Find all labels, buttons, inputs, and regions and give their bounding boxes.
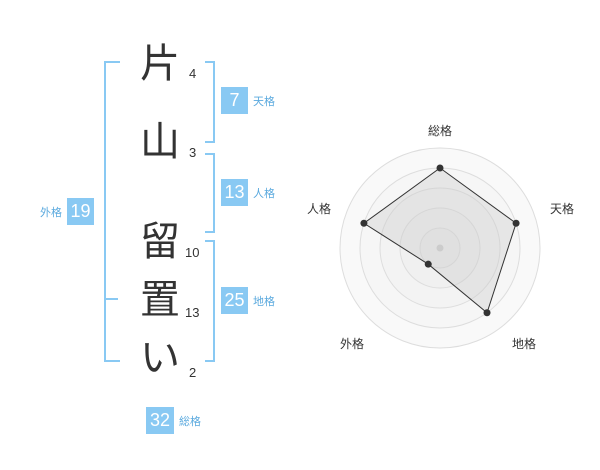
tenkaku-bracket xyxy=(205,61,215,143)
radar-axis-label-4: 外格 xyxy=(340,337,365,351)
soukaku-value: 32 xyxy=(146,407,174,434)
tenkaku-value: 7 xyxy=(221,87,248,114)
radar-point-1 xyxy=(436,164,444,172)
chikaku-badge: 25 地格 xyxy=(221,287,275,314)
radar-point-3 xyxy=(483,309,491,317)
tenkaku-label: 天格 xyxy=(253,94,275,108)
radar-point-5 xyxy=(360,219,368,227)
radar-axis-label-2: 天格 xyxy=(550,202,575,216)
radar-axis-label-5: 人格 xyxy=(307,202,332,216)
gaikaku-bracket-divider xyxy=(104,298,118,300)
jinkaku-badge: 13 人格 xyxy=(221,179,275,206)
soukaku-label: 総格 xyxy=(179,414,201,428)
tenkaku-badge: 7 天格 xyxy=(221,87,275,114)
soukaku-badge: 32 総格 xyxy=(146,407,201,434)
gaikaku-label: 外格 xyxy=(40,205,62,219)
stroke-count-4: 13 xyxy=(185,305,200,320)
radar-axis-label-1: 総格 xyxy=(428,124,453,138)
radar-point-4 xyxy=(424,260,432,268)
radar-center-dot xyxy=(436,244,444,252)
chikaku-value: 25 xyxy=(221,287,248,314)
stroke-count-2: 3 xyxy=(189,145,197,160)
name-char-5: い xyxy=(140,335,180,381)
stroke-count-5: 2 xyxy=(189,365,197,380)
jinkaku-value: 13 xyxy=(221,179,248,206)
name-char-4: 置 xyxy=(140,277,180,323)
chikaku-bracket xyxy=(205,240,215,362)
gaikaku-bracket xyxy=(104,61,120,362)
stroke-count-3: 10 xyxy=(185,245,200,260)
radar-point-2 xyxy=(512,219,520,227)
gaikaku-value: 19 xyxy=(67,198,94,225)
jinkaku-label: 人格 xyxy=(253,186,275,200)
radar-polygon xyxy=(363,167,517,314)
jinkaku-bracket xyxy=(205,153,215,233)
stroke-count-1: 4 xyxy=(189,66,197,81)
name-char-2: 山 xyxy=(140,119,180,165)
name-char-3: 留 xyxy=(140,219,180,265)
radar-axis-label-3: 地格 xyxy=(512,337,537,351)
name-char-1: 片 xyxy=(140,41,180,87)
chikaku-label: 地格 xyxy=(253,294,275,308)
gaikaku-badge: 外格 19 xyxy=(40,198,94,225)
